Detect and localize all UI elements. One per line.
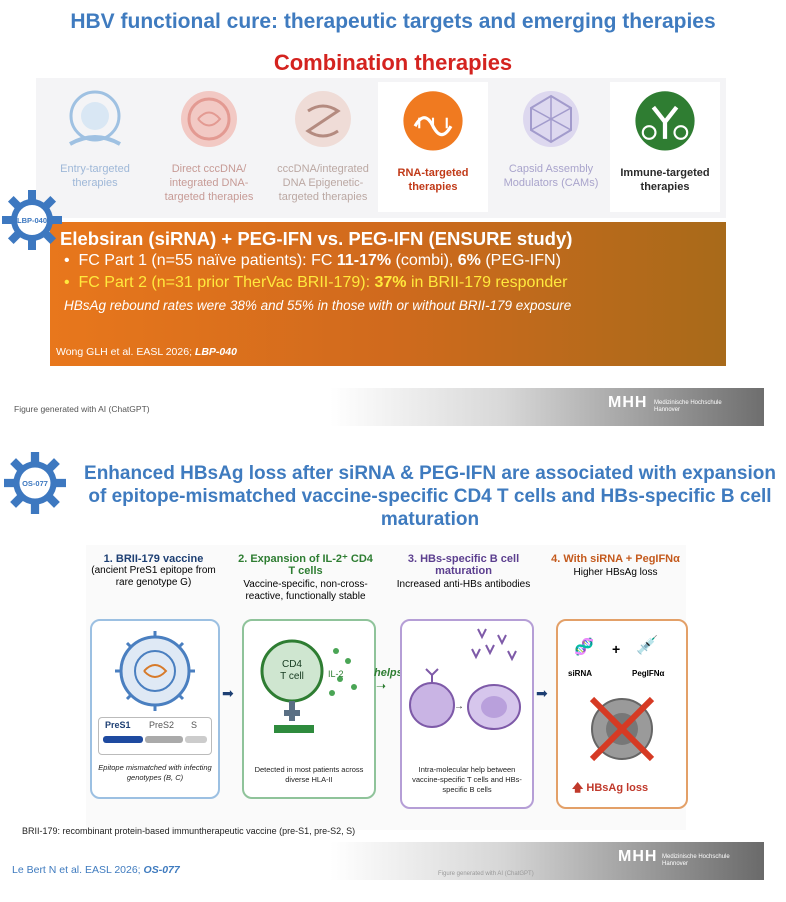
tile-cccdna-targeted: Direct cccDNA/ integrated DNA- targeted … [154, 86, 264, 204]
tile-label: Immune-targeted therapies [620, 167, 710, 193]
tile-immune-targeted: Immune-targeted therapies [610, 82, 720, 212]
gear-icon [2, 190, 62, 250]
sirna-label: siRNA [568, 669, 593, 678]
slide2-title: Enhanced HBsAg loss after siRNA & PEG-IF… [84, 463, 776, 530]
rebound-note: HBsAg rebound rates were 38% and 55% in … [64, 298, 572, 313]
t-cell-icon [260, 639, 357, 733]
slide2-footnote: BRII-179: recombinant protein-based immu… [22, 826, 356, 836]
antibody-icon [635, 91, 695, 151]
arrow-right-icon: ➝ [376, 679, 387, 693]
mhh-logo: MHH [618, 848, 658, 865]
rna-icon [403, 91, 463, 151]
tile-epigenetic-targeted: cccDNA/integrated DNA Epigenetic- target… [268, 86, 378, 204]
study-title: Elebsiran (siRNA) + PEG-IFN vs. PEG-IFN … [60, 228, 573, 249]
badge-os-077: OS-077 [4, 452, 66, 514]
slide2-reference: Le Bert N et al. EASL 2026; OS-077 [12, 864, 180, 876]
slide1-title: HBV functional cure: therapeutic targets… [70, 10, 716, 33]
tile-capsid-modulators: Capsid Assembly Modulators (CAMs) [496, 86, 606, 190]
il2-label: IL-2 [328, 669, 344, 679]
panel1-heading: 1. BRII-179 vaccine (ancient PreS1 epito… [91, 553, 216, 588]
tile-entry-targeted: Entry-targeted therapies [40, 86, 150, 190]
result-part1: • FC Part 1 (n=55 naïve patients): FC 11… [64, 252, 561, 269]
panel1-box: PreS1 PreS2 S Epitope mismatched with in… [90, 619, 220, 799]
pegifn-label: PegIFNα [632, 669, 665, 678]
arrow-right-icon: ➡ [536, 685, 548, 701]
panel4-heading: 4. With siRNA + PegIFNα Higher HBsAg los… [551, 553, 680, 578]
panel4-box: 🧬 + 💉 siRNA PegIFNα 🡅 HBsAg loss [556, 619, 688, 809]
helps-label: helps [374, 667, 403, 679]
badge-lbp-040: LBP-040 [2, 190, 62, 250]
gear-icon [4, 452, 66, 514]
slide2-figure-note: Figure generated with AI (ChatGPT) [438, 871, 534, 877]
tile-label: RNA-targeted therapies [397, 167, 469, 193]
tile-rna-targeted: RNA-targeted therapies [378, 82, 488, 212]
panel2-caption: Detected in most patients across diverse… [254, 765, 364, 784]
study-summary-banner: Elebsiran (siRNA) + PEG-IFN vs. PEG-IFN … [50, 222, 726, 366]
badge-label: OS-077 [22, 479, 48, 488]
panel3-caption: Intra-molecular help between vaccine-spe… [412, 765, 522, 794]
capsid-icon [523, 91, 579, 147]
epigenetic-icon [295, 91, 351, 147]
panel3-heading: 3. HBs-specific B cell maturation Increa… [396, 553, 531, 590]
panel1-caption: Epitope mismatched with infecting genoty… [98, 763, 212, 782]
plus-sign: + [612, 641, 621, 657]
arrow-right-icon: ➡ [222, 685, 234, 701]
panel3-box: → Intra-molecular help between vaccine-s… [400, 619, 534, 809]
blocked-virus-icon [589, 696, 655, 762]
study-reference: Wong GLH et al. EASL 2026; LBP-040 [56, 346, 237, 358]
syringe-icon: 💉 [636, 635, 659, 655]
tile-label: Direct cccDNA/ integrated DNA- targeted … [164, 163, 254, 203]
hbsag-loss-result: 🡅 HBsAg loss [572, 782, 649, 794]
therapy-icon-row: Entry-targeted therapies Direct cccDNA/ … [36, 78, 726, 218]
result-part2: • FC Part 2 (n=31 prior TherVac BRII-179… [64, 274, 568, 291]
pres-domain-diagram: PreS1 PreS2 S [98, 717, 212, 755]
mhh-logo: MHH [608, 394, 648, 411]
tile-label: Capsid Assembly Modulators (CAMs) [503, 163, 599, 189]
virus-icon [115, 631, 195, 711]
dna-icon: 🧬 [574, 639, 594, 656]
tile-label: Entry-targeted therapies [60, 163, 130, 189]
mechanism-figure: 1. BRII-179 vaccine (ancient PreS1 epito… [86, 545, 688, 830]
badge-label: LBP-040 [16, 216, 47, 225]
slide1-subtitle: Combination therapies [273, 50, 513, 75]
arrow-up-icon: 🡅 [572, 782, 584, 794]
svg-text:→: → [454, 701, 464, 712]
panel2-heading: 2. Expansion of IL-2⁺ CD4 T cells Vaccin… [238, 553, 373, 602]
tile-label: cccDNA/integrated DNA Epigenetic- target… [277, 163, 369, 203]
cccdna-icon [181, 91, 237, 147]
b-cell-icon: → [409, 628, 521, 730]
cell-entry-icon [69, 90, 121, 146]
slide1-figure-note: Figure generated with AI (ChatGPT) [14, 404, 150, 414]
